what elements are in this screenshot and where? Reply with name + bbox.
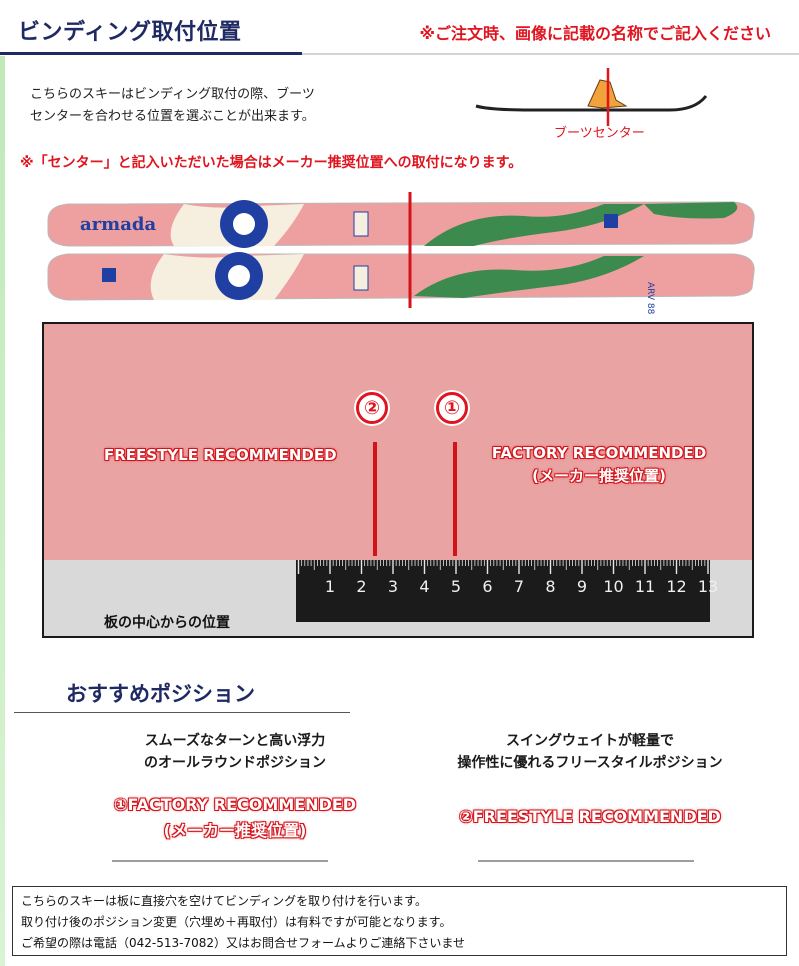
intro-line-1: こちらのスキーはビンディング取付の際、ブーツ	[30, 87, 315, 102]
ruler-caption: 板の中心からの位置	[104, 615, 230, 631]
notice-line-1: こちらのスキーは板に直接穴を空けてビンディングを取り付けを行います。	[21, 894, 427, 908]
freestyle-desc-line-1: スイングウェイトが軽量で	[506, 733, 674, 749]
ruler-number: 3	[388, 577, 398, 596]
position-1-marker: ①	[436, 392, 468, 424]
mini-ski-body	[475, 95, 708, 112]
ski-bottom-sticker	[353, 265, 369, 291]
ruler-number: 1	[325, 577, 335, 596]
ruler-number: 13	[698, 577, 718, 596]
ski-tail-text: ARV 88	[645, 282, 655, 315]
ski-top-leaf	[424, 204, 644, 246]
order-note: ※ご注文時、画像に記載の名称でご記入ください	[419, 24, 771, 43]
freestyle-position-line	[373, 442, 377, 556]
notice-line-2: 取り付け後のポジション変更（穴埋め＋再取付）は有料ですが可能となります。	[21, 915, 452, 929]
page-header: ビンディング取付位置 ※ご注文時、画像に記載の名称でご記入ください	[0, 0, 799, 56]
ruler-number: 4	[419, 577, 429, 596]
left-accent-rail	[0, 0, 5, 966]
factory-rec-sub: (メーカー推奨位置)	[163, 821, 307, 840]
freestyle-recommendation-card: スイングウェイトが軽量で 操作性に優れるフリースタイルポジション ②FREEST…	[410, 730, 770, 830]
factory-recommendation-card: スムーズなターンと高い浮力 のオールラウンドポジション ①FACTORY REC…	[70, 730, 400, 844]
factory-recommended-label: FACTORY RECOMMENDED (メーカー推奨位置)	[468, 442, 730, 488]
ski-bottom-leaf	[414, 256, 644, 298]
boot-center-caption: ブーツセンター	[554, 126, 645, 141]
ski-top-logo-box	[604, 214, 618, 228]
ski-top-flower-center	[233, 213, 255, 235]
ruler-number: 11	[635, 577, 655, 596]
ruler-number: 10	[603, 577, 623, 596]
intro-line-2: センターを合わせる位置を選ぶことが出来ます。	[30, 109, 315, 124]
ski-bottom-flower-center	[228, 265, 250, 287]
freestyle-recommended-label: FREESTYLE RECOMMENDED	[104, 446, 337, 464]
ski-pair-image: armada ARV 88	[47, 192, 755, 315]
ski-closeup	[44, 324, 752, 560]
page-title: ビンディング取付位置	[18, 20, 242, 45]
freestyle-card-rule	[478, 860, 694, 862]
ruler-number: 9	[577, 577, 587, 596]
factory-recommended-sub: (メーカー推奨位置)	[532, 467, 666, 485]
ruler-number: 12	[666, 577, 686, 596]
ruler-number: 6	[482, 577, 492, 596]
recommended-section-rule	[14, 712, 350, 713]
position-2-marker: ②	[356, 392, 388, 424]
factory-position-line	[453, 442, 457, 556]
factory-card-rule	[112, 860, 328, 862]
ruler-ticks	[297, 560, 709, 574]
ruler-number: 5	[451, 577, 461, 596]
factory-rec-title: ①FACTORY RECOMMENDED	[113, 795, 357, 814]
center-warning: ※「センター」と記入いただいた場合はメーカー推奨位置への取付になります。	[20, 155, 523, 171]
ski-bottom-logo-box	[102, 268, 116, 282]
ski-brand: armada	[80, 214, 156, 235]
intro-text: こちらのスキーはビンディング取付の際、ブーツ センターを合わせる位置を選ぶことが…	[30, 84, 450, 128]
mount-position-panel: ② ① FREESTYLE RECOMMENDED FACTORY RECOMM…	[42, 322, 754, 638]
notice-line-3: ご希望の際は電話（042-513-7082）又はお問合せフォームよりご連絡下さい…	[21, 936, 466, 950]
freestyle-rec-title: ②FREESTYLE RECOMMENDED	[459, 807, 721, 826]
factory-desc-line-1: スムーズなターンと高い浮力	[144, 733, 326, 749]
ruler-number: 2	[356, 577, 366, 596]
header-divider	[0, 53, 799, 55]
ruler-number: 7	[514, 577, 524, 596]
ski-top-leaf-tip	[644, 202, 738, 219]
mounting-notice-box: こちらのスキーは板に直接穴を空けてビンディングを取り付けを行います。 取り付け後…	[12, 886, 787, 956]
ruler-number: 8	[545, 577, 555, 596]
factory-desc-line-2: のオールラウンドポジション	[144, 755, 326, 771]
ski-top-sticker	[353, 211, 369, 237]
freestyle-desc-line-2: 操作性に優れるフリースタイルポジション	[457, 755, 723, 771]
header-divider-accent	[0, 52, 302, 55]
factory-recommended-title: FACTORY RECOMMENDED	[491, 444, 707, 462]
recommended-section-title: おすすめポジション	[66, 682, 255, 706]
boot-center-diagram	[475, 68, 708, 126]
